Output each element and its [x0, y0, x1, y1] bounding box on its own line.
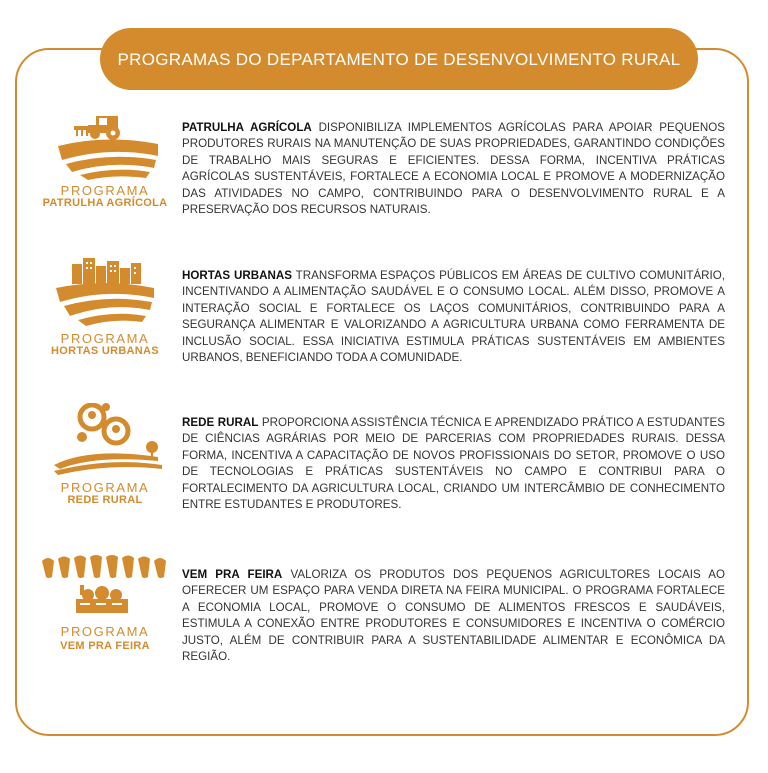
program-name: PATRULHA AGRÍCOLA [42, 197, 168, 209]
program-keyword: PATRULHA AGRÍCOLA [182, 121, 312, 134]
tractor-field-icon [58, 116, 158, 180]
program-label: PROGRAMA [60, 480, 150, 495]
program-name: REDE RURAL [67, 494, 143, 506]
program-vem-pra-feira: PROGRAMA VEM PRA FEIRA VEM PRA FEIRA VAL… [30, 555, 730, 685]
people-field-icon [54, 403, 162, 475]
program-logo: PROGRAMA REDE RURAL [30, 403, 180, 533]
program-logo: PROGRAMA VEM PRA FEIRA [30, 555, 180, 685]
program-name: HORTAS URBANAS [51, 345, 159, 357]
program-description-text: PROPORCIONA ASSISTÊNCIA TÉCNICA E APREND… [182, 416, 725, 512]
program-description: REDE RURAL PROPORCIONA ASSISTÊNCIA TÉCNI… [182, 415, 725, 513]
program-description-text: TRANSFORMA ESPAÇOS PÚBLICOS EM ÁREAS DE … [182, 269, 726, 365]
program-logo: PROGRAMA PATRULHA AGRÍCOLA [30, 112, 180, 242]
program-label: PROGRAMA [60, 183, 150, 198]
program-description-text: DISPONIBILIZA IMPLEMENTOS AGRÍCOLAS PARA… [182, 121, 726, 217]
program-description: VEM PRA FEIRA VALORIZA OS PRODUTOS DOS P… [182, 567, 725, 665]
program-label: PROGRAMA [60, 624, 150, 639]
program-name: VEM PRA FEIRA [60, 640, 150, 652]
program-rede-rural: PROGRAMA REDE RURAL REDE RURAL PROPORCIO… [30, 403, 730, 533]
program-hortas-urbanas: PROGRAMA HORTAS URBANAS HORTAS URBANAS T… [30, 258, 730, 388]
program-description-text: VALORIZA OS PRODUTOS DOS PEQUENOS AGRICU… [182, 568, 725, 664]
program-patrulha-agricola: PROGRAMA PATRULHA AGRÍCOLA PATRULHA AGRÍ… [30, 112, 730, 242]
program-description: HORTAS URBANAS TRANSFORMA ESPAÇOS PÚBLIC… [182, 268, 725, 366]
market-stall-icon [42, 555, 166, 613]
program-logo: PROGRAMA HORTAS URBANAS [30, 258, 180, 388]
program-keyword: REDE RURAL [182, 416, 259, 429]
page-title: PROGRAMAS DO DEPARTAMENTO DE DESENVOLVIM… [100, 28, 698, 90]
program-label: PROGRAMA [60, 331, 150, 346]
urban-garden-icon [56, 258, 154, 326]
program-description: PATRULHA AGRÍCOLA DISPONIBILIZA IMPLEMEN… [182, 120, 725, 218]
program-keyword: VEM PRA FEIRA [182, 568, 283, 581]
program-keyword: HORTAS URBANAS [182, 269, 292, 282]
